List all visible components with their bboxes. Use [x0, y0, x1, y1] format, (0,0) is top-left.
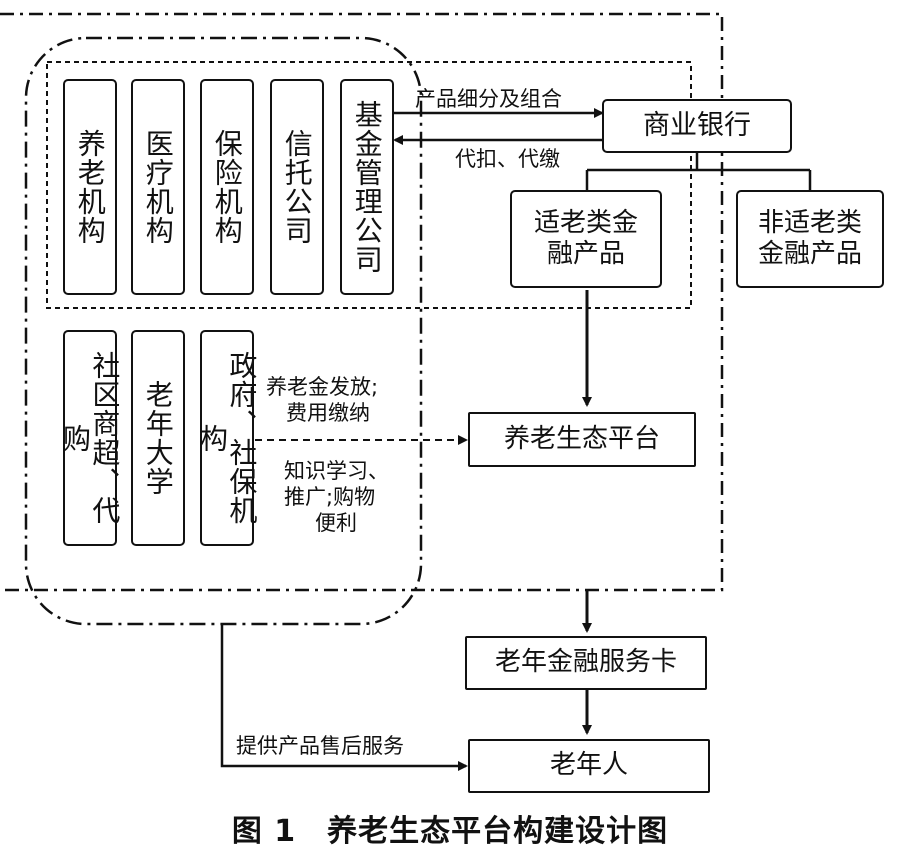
node-community-store: 社区商超、代购	[59, 330, 121, 546]
node-senior-financial-card: 老年金融服务卡	[465, 636, 707, 690]
label-convenience: 便利	[315, 511, 357, 535]
institution-group-frame	[24, 36, 423, 626]
node-government-social-security: 政府、社保机构	[196, 330, 258, 546]
label-knowledge-learning: 知识学习、	[284, 459, 389, 483]
node-medical-institution: 医疗机构	[131, 79, 185, 295]
node-fund-management-company: 基金管理公司	[340, 79, 394, 295]
label-promotion-shopping: 推广;购物	[284, 485, 376, 509]
label-pension-payment: 养老金发放;	[266, 375, 379, 399]
node-commercial-bank: 商业银行	[602, 99, 792, 153]
label-product-segmentation: 产品细分及组合	[415, 87, 562, 111]
arrow-after-sales	[220, 624, 468, 771]
node-elderly-care-institution: 养老机构	[63, 79, 117, 295]
bank-branch	[585, 153, 812, 190]
label-fee-payment: 费用缴纳	[286, 401, 370, 425]
node-non-elderly-products: 非适老类金融产品	[736, 190, 884, 288]
node-insurance-institution: 保险机构	[200, 79, 254, 295]
node-elderly-ecosystem-platform: 养老生态平台	[468, 412, 696, 467]
financial-partners-frame	[46, 61, 692, 309]
node-elderly-suitable-products: 适老类金融产品	[510, 190, 662, 288]
node-senior-university: 老年大学	[131, 330, 185, 546]
label-deduction-payment: 代扣、代缴	[455, 147, 560, 171]
figure-caption: 图 1 养老生态平台构建设计图	[231, 814, 669, 849]
node-elderly-people: 老年人	[468, 739, 710, 793]
label-after-sales-service: 提供产品售后服务	[236, 734, 404, 758]
node-trust-company: 信托公司	[270, 79, 324, 295]
outer-frame	[0, 12, 724, 592]
